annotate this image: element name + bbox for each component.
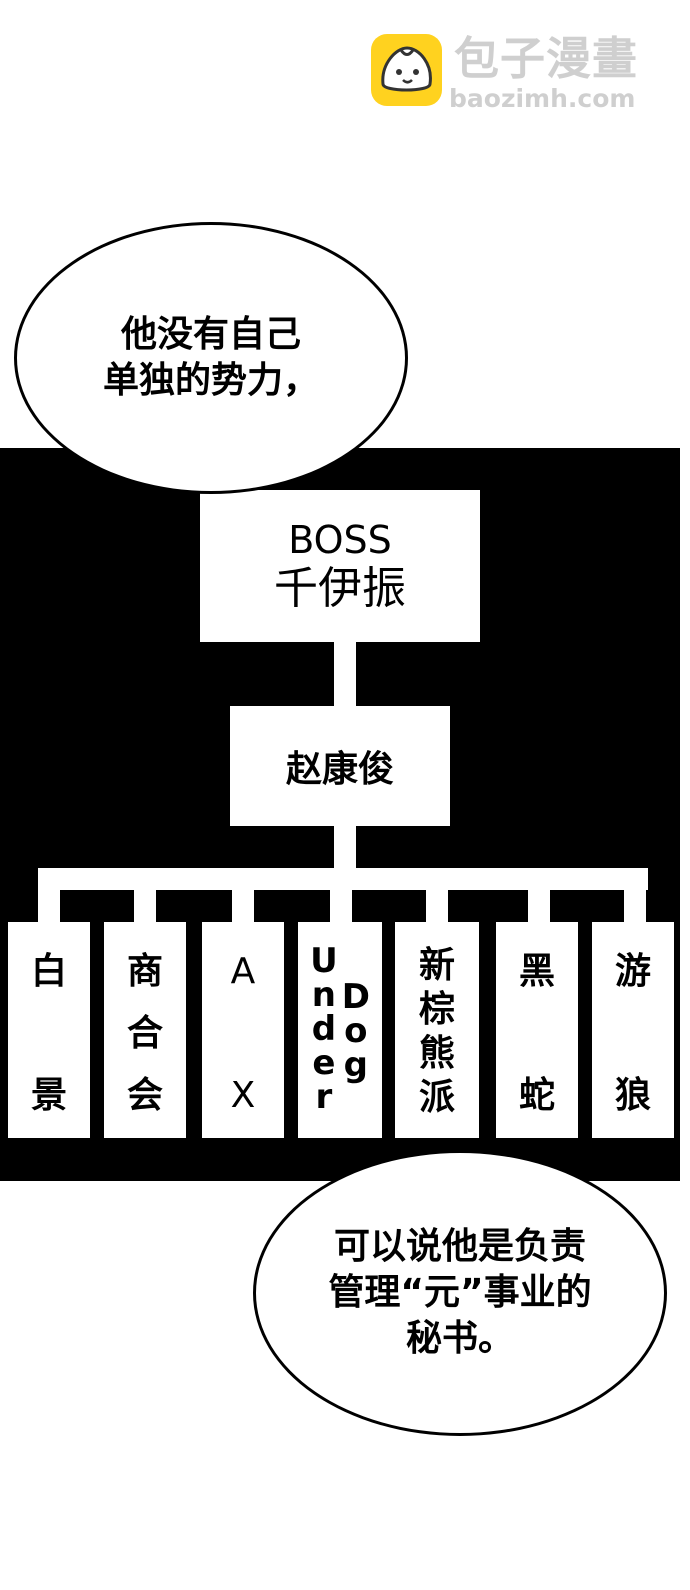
leaf-char: D — [341, 977, 370, 1017]
leaf-underdog: U n d e r D o g — [298, 922, 382, 1138]
boss-name: 千伊振 — [274, 563, 406, 614]
leaf-char: e — [312, 1043, 336, 1083]
connector-leaf-4 — [330, 868, 352, 922]
bun-icon — [381, 46, 432, 92]
leaf-char: A — [230, 951, 256, 992]
leaf-xinzongxiongpai: 新 棕 熊 派 — [395, 922, 479, 1138]
speech-line: 单独的势力， — [102, 360, 319, 401]
leaf-youlang: 游 狼 — [592, 922, 674, 1138]
boss-box: BOSS 千伊振 — [200, 490, 480, 642]
speech-bubble-top: 他没有自己 单独的势力， — [14, 222, 408, 494]
leaf-char: U — [310, 941, 338, 981]
connector-leaf-6 — [528, 868, 550, 922]
leaf-shanghehui: 商 合 会 — [104, 922, 186, 1138]
leaf-char: 熊 — [418, 1033, 455, 1074]
speech-line: 他没有自己 — [120, 314, 301, 355]
boss-label: BOSS — [288, 518, 392, 562]
leaf-char: 黑 — [518, 951, 555, 992]
leaf-char: g — [343, 1045, 368, 1085]
connector-leaf-3 — [232, 868, 254, 922]
leaf-char: 狼 — [614, 1075, 651, 1116]
speech-line: 可以说他是负责 — [333, 1226, 586, 1267]
leaf-char: 派 — [418, 1077, 455, 1118]
secretary-box: 赵康俊 — [230, 706, 450, 826]
watermark-site-name: 包子漫畫 — [454, 32, 639, 85]
leaf-char: 游 — [614, 951, 651, 992]
speech-line: 管理“元”事业的 — [328, 1272, 592, 1313]
leaf-char: n — [311, 975, 336, 1015]
leaf-char: 棕 — [418, 989, 455, 1030]
leaf-char: X — [230, 1075, 256, 1116]
leaf-ax: A X — [202, 922, 284, 1138]
leaf-char: 会 — [126, 1075, 163, 1116]
speech-line: 秘书。 — [405, 1318, 514, 1359]
underdog-col-1: U n d e r — [310, 944, 338, 1114]
leaf-char: 新 — [418, 945, 455, 986]
connector-leaf-5 — [426, 868, 448, 922]
leaf-char: r — [315, 1077, 333, 1117]
connector-leaf-7 — [624, 868, 646, 922]
speech-bubble-text: 可以说他是负责 管理“元”事业的 秘书。 — [328, 1224, 591, 1362]
leaf-baijing: 白 景 — [8, 922, 90, 1138]
speech-bubble-text: 他没有自己 单独的势力， — [103, 312, 319, 404]
logo-badge — [371, 34, 442, 106]
leaf-char: d — [311, 1009, 337, 1049]
connector-leaf-1 — [38, 868, 60, 922]
leaf-char: 景 — [30, 1075, 67, 1116]
leaf-char: o — [344, 1011, 368, 1051]
leaf-char: 合 — [126, 1013, 163, 1054]
leaf-char: 商 — [126, 951, 163, 992]
watermark-site-url: baozimh.com — [449, 84, 636, 113]
leaf-char: 白 — [30, 951, 67, 992]
leaf-heishe: 黑 蛇 — [496, 922, 578, 1138]
underdog-col-2: D o g — [342, 980, 370, 1082]
speech-bubble-bottom: 可以说他是负责 管理“元”事业的 秘书。 — [253, 1150, 667, 1436]
secretary-name: 赵康俊 — [285, 749, 394, 790]
connector-leaf-2 — [134, 868, 156, 922]
connector-boss-mid — [334, 642, 356, 706]
leaf-char: 蛇 — [518, 1075, 555, 1116]
connector-mid-bus — [334, 826, 356, 870]
